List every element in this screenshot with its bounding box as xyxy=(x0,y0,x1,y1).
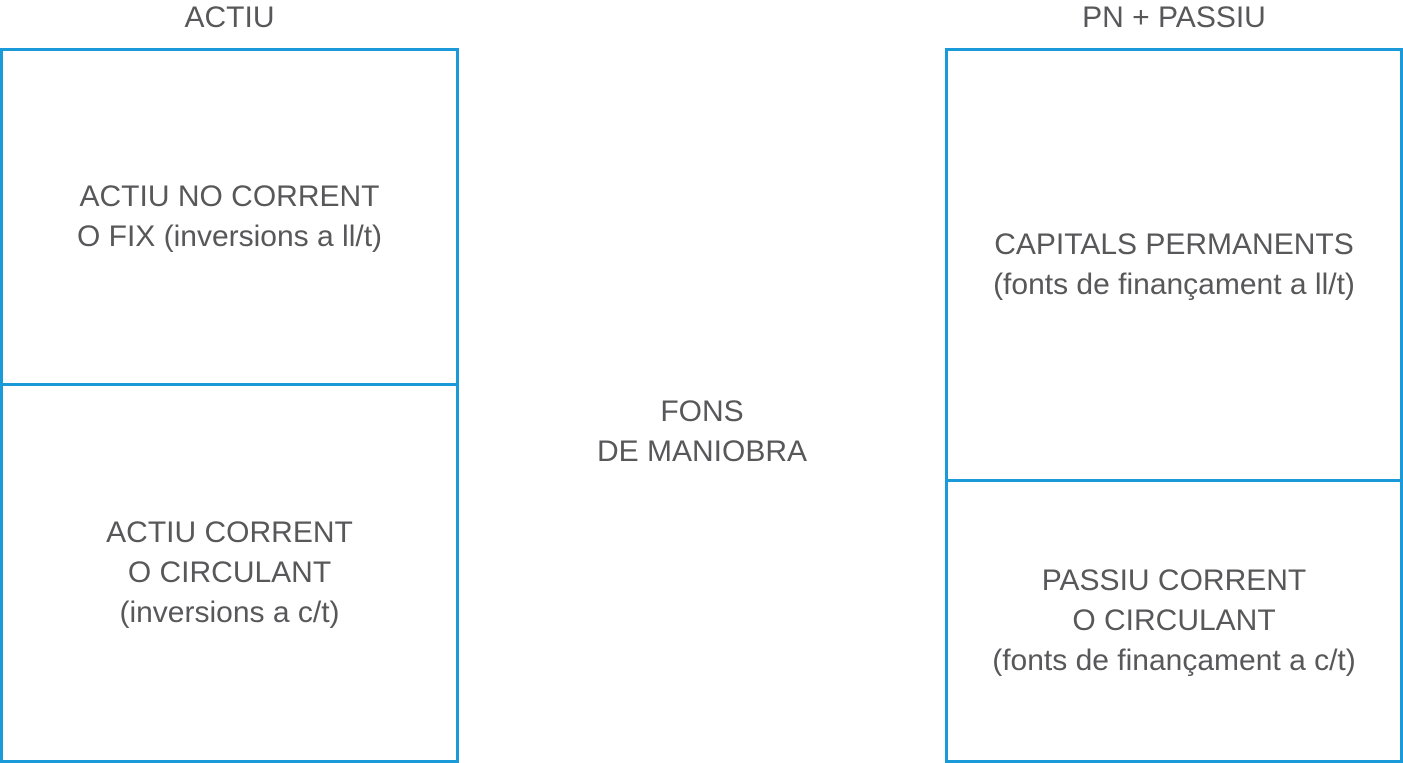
actiu-no-corrent-line2: O FIX (inversions a ll/t) xyxy=(76,220,383,253)
capitals-permanents-line1: CAPITALS PERMANENTS xyxy=(994,228,1354,261)
passiu-corrent-label: PASSIU CORRENT O CIRCULANT (fonts de fin… xyxy=(992,561,1356,681)
passiu-corrent-line2: O CIRCULANT xyxy=(1072,604,1276,637)
capitals-permanents-line2: (fonts de finançament a ll/t) xyxy=(993,268,1355,301)
fons-line1: FONS xyxy=(660,395,744,428)
capitals-permanents-label: CAPITALS PERMANENTS (fonts de finançamen… xyxy=(993,225,1355,305)
capitals-permanents-block: CAPITALS PERMANENTS (fonts de finançamen… xyxy=(948,51,1400,482)
actiu-no-corrent-label: ACTIU NO CORRENT O FIX (inversions a ll/… xyxy=(77,177,382,257)
fons-line2: DE MANIOBRA xyxy=(596,435,808,468)
pn-passiu-heading: PN + PASSIU xyxy=(1082,1,1266,34)
actiu-corrent-line1: ACTIU CORRENT xyxy=(106,516,353,549)
pn-passiu-column: CAPITALS PERMANENTS (fonts de finançamen… xyxy=(945,48,1403,763)
passiu-corrent-block: PASSIU CORRENT O CIRCULANT (fonts de fin… xyxy=(948,482,1400,760)
passiu-corrent-line1: PASSIU CORRENT xyxy=(1041,564,1307,597)
actiu-corrent-block: ACTIU CORRENT O CIRCULANT (inversions a … xyxy=(3,386,456,760)
actiu-corrent-label: ACTIU CORRENT O CIRCULANT (inversions a … xyxy=(106,513,353,633)
actiu-heading: ACTIU xyxy=(184,1,275,34)
actiu-no-corrent-line1: ACTIU NO CORRENT xyxy=(79,180,380,213)
passiu-corrent-line3: (fonts de finançament a c/t) xyxy=(992,644,1356,677)
actiu-no-corrent-block: ACTIU NO CORRENT O FIX (inversions a ll/… xyxy=(3,51,456,386)
actiu-corrent-line2: O CIRCULANT xyxy=(127,556,332,589)
actiu-corrent-line3: (inversions a c/t) xyxy=(119,596,340,629)
fons-de-maniobra-label: FONS DE MANIOBRA xyxy=(460,392,944,472)
actiu-column: ACTIU NO CORRENT O FIX (inversions a ll/… xyxy=(0,48,459,763)
